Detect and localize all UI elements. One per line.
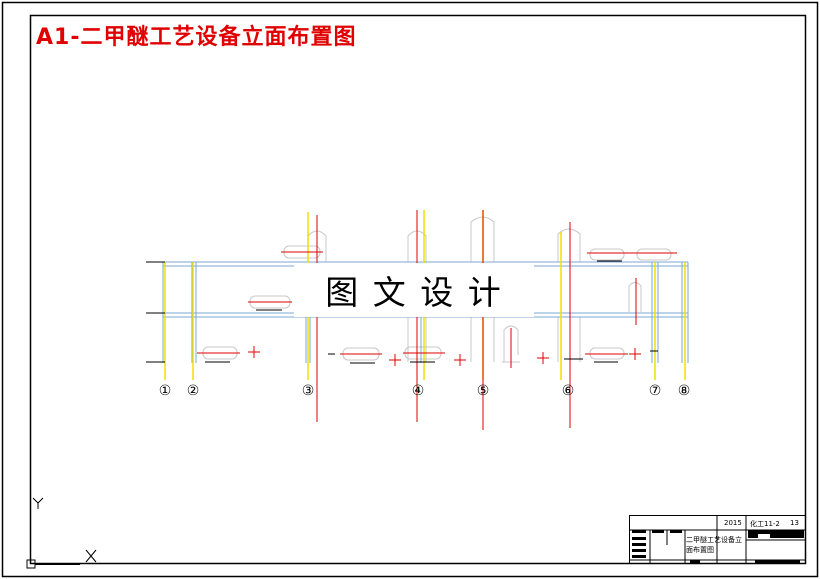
title-block-class: 化工11-2: [750, 520, 780, 528]
column-label-1: ①: [158, 383, 172, 399]
title-block-year: 2015: [724, 519, 742, 527]
title-block-number: 13: [790, 519, 799, 527]
ucs-icon: [26, 497, 97, 569]
equipment-centerlines: [197, 210, 677, 430]
column-label-5: ⑤: [476, 383, 490, 399]
column-label-6: ⑥: [561, 383, 575, 399]
column-label-8: ⑧: [677, 383, 691, 399]
drawing-title: A1-二甲醚工艺设备立面布置图: [36, 25, 357, 50]
title-block-name-line2: 面布置图: [686, 546, 714, 554]
column-label-2: ②: [186, 383, 200, 399]
watermark-text: 图 文 设 计: [294, 263, 534, 317]
column-label-7: ⑦: [648, 383, 662, 399]
title-block-fills: [632, 530, 804, 563]
title-block-name-line1: 二甲醚工艺设备立: [686, 536, 742, 544]
column-label-3: ③: [301, 383, 315, 399]
inner-frame: [29, 14, 807, 565]
support-marks: [146, 260, 658, 364]
column-label-4: ④: [411, 383, 425, 399]
